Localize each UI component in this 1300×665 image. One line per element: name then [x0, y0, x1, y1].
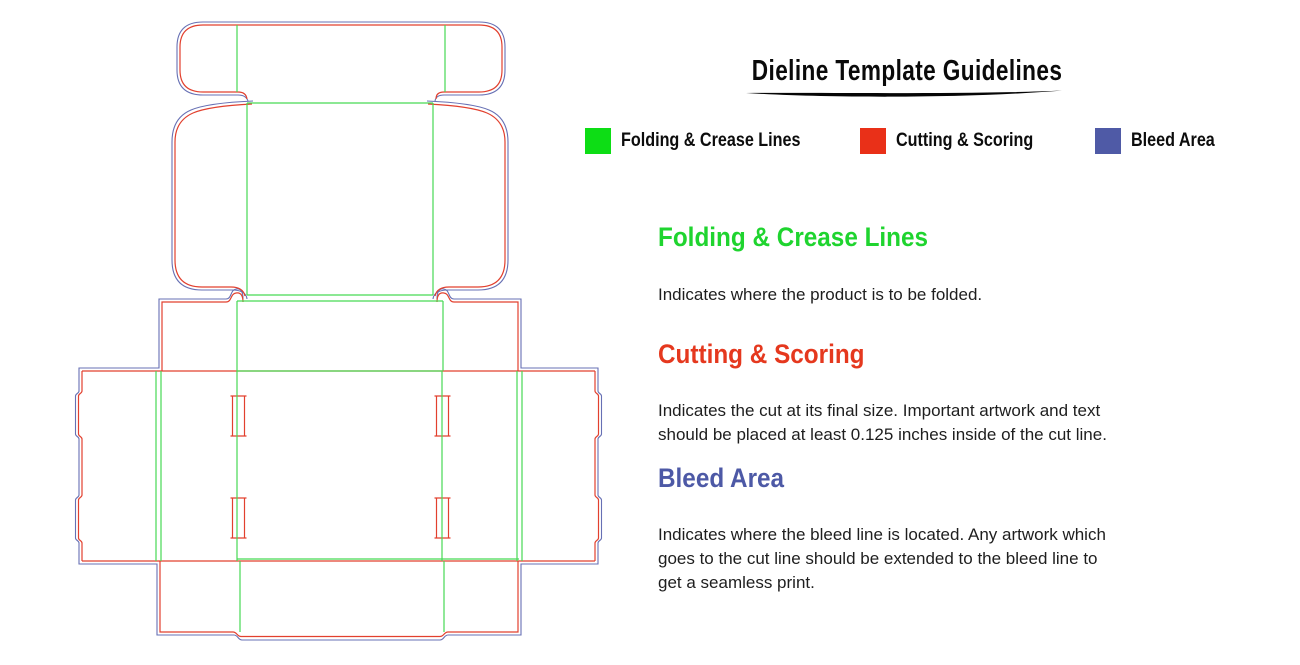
section-heading-bleed: Bleed Area: [658, 463, 785, 493]
folding-color-swatch: [585, 127, 611, 154]
title-block: Dieline Template Guidelines: [657, 55, 1157, 88]
section-heading-folding: Folding & Crease Lines: [658, 222, 929, 252]
bleed-lines: [74, 21, 603, 641]
legend-label-folding: Folding & Crease Lines: [621, 129, 801, 151]
section-heading-cutting: Cutting & Scoring: [658, 339, 865, 369]
legend-label-cutting: Cutting & Scoring: [896, 129, 1034, 151]
cut-lines: [77, 24, 600, 638]
bleed-color-swatch: [1095, 127, 1121, 154]
section-body-cutting: Indicates the cut at its final size. Imp…: [658, 401, 1107, 445]
cutting-color-swatch: [860, 127, 886, 154]
fold-lines: [155, 25, 523, 632]
title-underline: [746, 90, 1062, 97]
legend-item-folding: Folding & Crease Lines: [585, 127, 832, 154]
page-title: Dieline Template Guidelines: [751, 55, 1063, 87]
section-body-folding: Indicates where the product is to be fol…: [658, 285, 983, 304]
legend-label-bleed: Bleed Area: [1131, 129, 1215, 151]
legend-item-bleed: Bleed Area: [1095, 127, 1230, 154]
legend-item-cutting: Cutting & Scoring: [860, 127, 1057, 154]
dieline-diagram: [74, 21, 603, 641]
section-body-bleed: Indicates where the bleed line is locate…: [658, 525, 1106, 593]
